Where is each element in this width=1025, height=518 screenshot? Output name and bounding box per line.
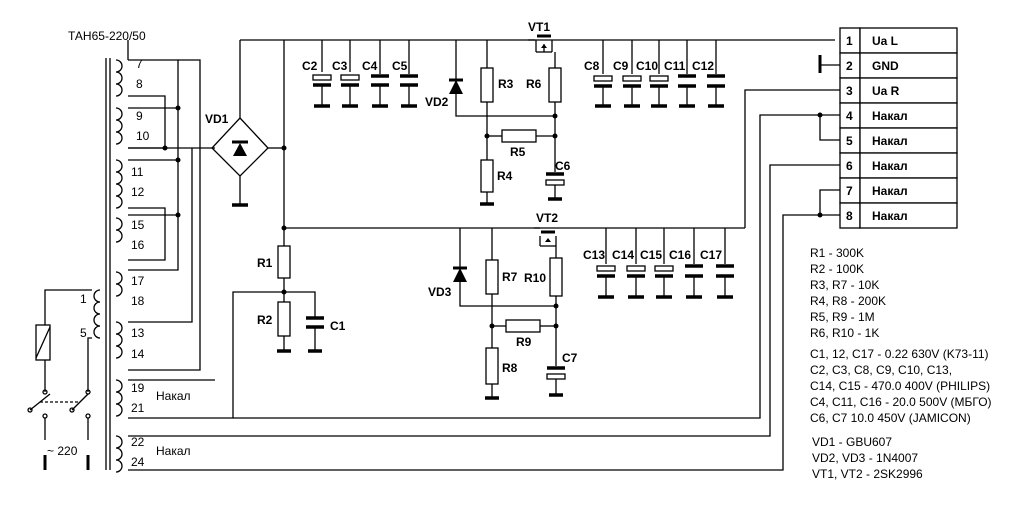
connector-label: Накал <box>872 159 908 173</box>
vd3-label: VD3 <box>428 285 452 299</box>
connector-pin: 7 <box>846 184 853 198</box>
r4-label: R4 <box>497 169 513 183</box>
c13-label: C13 <box>583 248 605 262</box>
connector-label: Накал <box>872 184 908 198</box>
mains-input: ~ 220 <box>27 289 92 470</box>
winding-label: Накал <box>156 389 191 403</box>
regulator-stage-2: VD3 R7 R8 R9 VT2 R10 C7 <box>428 211 578 400</box>
vd2-label: VD2 <box>425 95 449 109</box>
connector-pin: 4 <box>846 109 853 123</box>
pin-label: 16 <box>131 238 145 252</box>
pin-label: 10 <box>136 129 150 143</box>
c15-label: C15 <box>640 248 662 262</box>
c14-label: C14 <box>612 248 634 262</box>
r3-label: R3 <box>498 77 514 91</box>
c16-label: C16 <box>669 248 691 262</box>
parts-list-item: VT1, VT2 - 2SK2996 <box>812 467 923 481</box>
parts-list-item: VD2, VD3 - 1N4007 <box>812 451 918 465</box>
c11-label: C11 <box>664 59 686 73</box>
connector-pin: 1 <box>846 34 853 48</box>
r8-label: R8 <box>502 361 518 375</box>
c1-label: C1 <box>330 319 346 333</box>
parts-list-item: R6, R10 - 1K <box>810 326 879 340</box>
transformer-name: ТАН65-220/50 <box>68 29 146 43</box>
bias-divider: R1 R2 C1 <box>128 228 346 419</box>
pin-label: 12 <box>131 185 145 199</box>
connector-pin: 5 <box>846 134 853 148</box>
c2-label: C2 <box>302 59 318 73</box>
c8-label: C8 <box>584 59 600 73</box>
pin-label: 8 <box>136 77 143 91</box>
mains-label: ~ 220 <box>47 444 78 458</box>
pin-label: 9 <box>136 109 143 123</box>
vt1-label: VT1 <box>528 20 550 34</box>
connector-pin: 6 <box>846 159 853 173</box>
pin-label: 24 <box>131 455 145 469</box>
r9-label: R9 <box>516 335 532 349</box>
r2-label: R2 <box>257 313 273 327</box>
pin-label: 7 <box>136 57 143 71</box>
pin-label: 14 <box>131 347 145 361</box>
parts-list-item: C2, C3, C8, C9, C10, C13, <box>810 363 952 377</box>
pin-label: 19 <box>131 381 145 395</box>
c10-label: C10 <box>636 59 658 73</box>
parts-list-item: R3, R7 - 10K <box>810 278 879 292</box>
r10-label: R10 <box>524 271 546 285</box>
r1-label: R1 <box>257 256 273 270</box>
c12-label: C12 <box>692 59 714 73</box>
c6-label: C6 <box>555 159 571 173</box>
connector-label: Накал <box>872 134 908 148</box>
winding-wiring <box>127 40 215 381</box>
output-connector: 1 Ua L 2 GND 3 Ua R 4 Накал 5 Накал 6 На… <box>839 27 958 229</box>
parts-list-item: C4, C11, C16 - 20.0 500V (МБГО) <box>810 395 992 409</box>
capacitor-bank-2: C8 C9 C10 C11 C12 <box>584 40 725 108</box>
bridge-rectifier-vd1: VD1 <box>205 40 284 207</box>
connector-label: GND <box>872 59 899 73</box>
parts-list-item: C6, C7 10.0 450V (JAMICON) <box>810 411 971 425</box>
pin-label: 5 <box>80 326 87 340</box>
connector-label: Ua R <box>872 84 900 98</box>
parts-list-item: C14, C15 - 470.0 400V (PHILIPS) <box>810 379 990 393</box>
vt2-label: VT2 <box>536 211 558 225</box>
connector-pin: 3 <box>846 84 853 98</box>
parts-list-item: R5, R9 - 1M <box>810 310 875 324</box>
winding-label: Накал <box>156 444 191 458</box>
c4-label: C4 <box>362 59 378 73</box>
pin-label: 13 <box>131 326 145 340</box>
c17-label: C17 <box>700 248 722 262</box>
c5-label: C5 <box>392 59 408 73</box>
pin-label: 21 <box>131 401 145 415</box>
c7-label: C7 <box>562 351 578 365</box>
connector-label: Накал <box>872 209 908 223</box>
pin-label: 18 <box>131 294 145 308</box>
pin-label: 17 <box>131 274 145 288</box>
parts-list-item: R1 - 300K <box>810 246 864 260</box>
connector-pin: 8 <box>846 209 853 223</box>
regulator-stage-1: VD2 R3 R4 R5 VT1 R6 C6 <box>425 20 571 206</box>
capacitor-bank-3: C13 C14 C15 C16 C17 <box>583 228 734 299</box>
pin-label: 1 <box>80 292 87 306</box>
r5-label: R5 <box>510 145 526 159</box>
vd1-label: VD1 <box>205 112 229 126</box>
connector-pin: 2 <box>846 59 853 73</box>
capacitor-bank-1: C2 C3 C4 C5 <box>302 40 418 108</box>
connector-label: Накал <box>872 109 908 123</box>
pin-label: 22 <box>131 435 145 449</box>
r6-label: R6 <box>526 77 542 91</box>
parts-list-item: C1, 12, C17 - 0.22 630V (K73-11) <box>810 347 989 361</box>
transformer: ТАН65-220/50 7 8 9 10 11 12 15 16 17 18 … <box>68 29 191 473</box>
connector-label: Ua L <box>872 34 898 48</box>
parts-list-item: R4, R8 - 200K <box>810 294 886 308</box>
c3-label: C3 <box>332 59 348 73</box>
output-wiring <box>128 55 840 471</box>
pin-label: 15 <box>131 218 145 232</box>
parts-list: R1 - 300K R2 - 100K R3, R7 - 10K R4, R8 … <box>810 246 992 481</box>
pin-label: 11 <box>131 165 144 179</box>
r7-label: R7 <box>502 270 518 284</box>
parts-list-item: R2 - 100K <box>810 262 864 276</box>
parts-list-item: VD1 - GBU607 <box>812 435 892 449</box>
c9-label: C9 <box>613 59 629 73</box>
